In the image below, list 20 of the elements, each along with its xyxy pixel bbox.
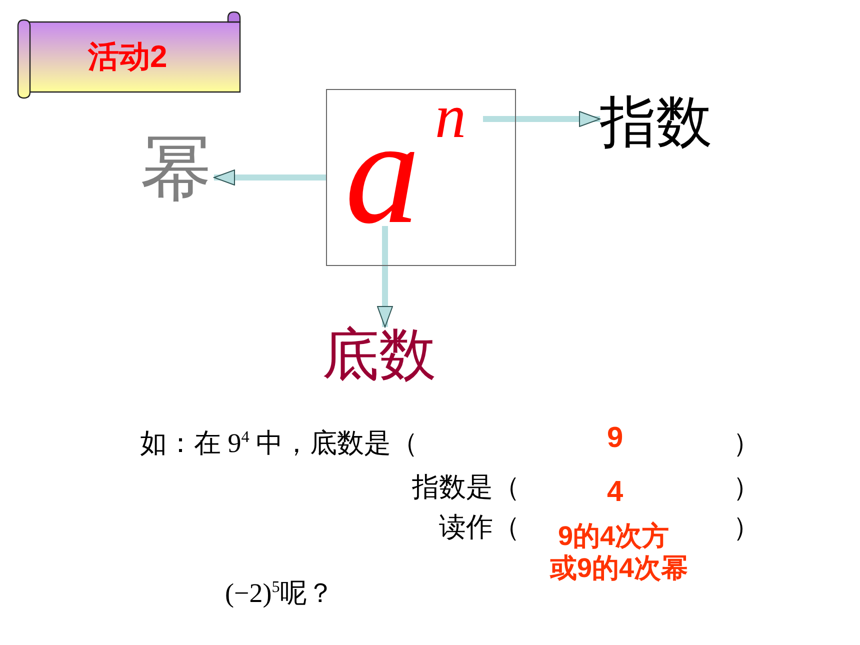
answer-text: 9的4次方或9的4次幂	[550, 520, 690, 585]
question-text: (−2)$^{5}$呢？	[225, 578, 334, 610]
frame-box	[326, 89, 516, 266]
exponent-letter: n	[435, 96, 483, 142]
answer-text: 4	[607, 476, 624, 510]
base-letter: a	[345, 116, 425, 226]
question-text: 指数是（	[412, 472, 520, 504]
arrow	[377, 226, 393, 328]
closing-bracket: ）	[733, 428, 760, 460]
answer-text: 9	[607, 422, 624, 456]
closing-bracket: ）	[733, 512, 760, 544]
question-text: 读作（	[439, 512, 520, 544]
arrow	[483, 111, 600, 127]
term-label: 指数	[600, 95, 715, 152]
term-label: 幂	[140, 133, 214, 207]
title: 活动2	[88, 40, 168, 74]
arrow	[214, 170, 326, 186]
term-label: 底数	[322, 327, 439, 385]
example-text: 如：在 9$^{4}$ 中，底数是（	[140, 428, 418, 460]
closing-bracket: ）	[733, 472, 760, 504]
